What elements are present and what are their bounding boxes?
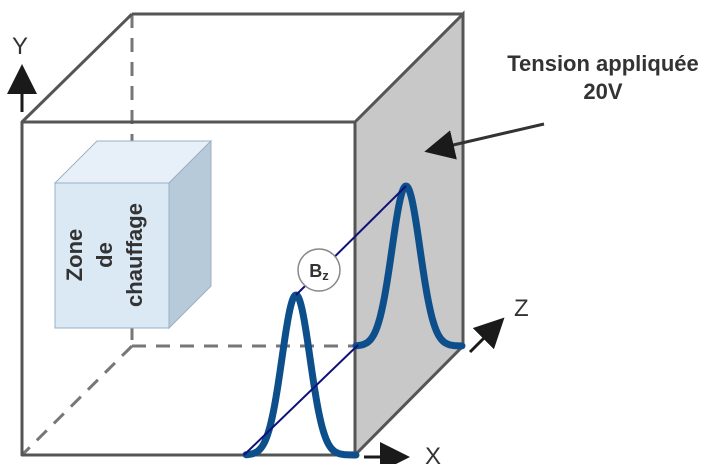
heating-zone-label-line1: Zone: [62, 229, 87, 282]
heating-zone-block: Zone de chauffage: [53, 139, 213, 330]
annotation-pointer-arrow: [424, 122, 545, 160]
z-axis-arrow: [468, 317, 505, 354]
annotation-line2: 20V: [583, 79, 622, 104]
bz-label: Bz: [297, 248, 341, 292]
applied-voltage-face: [353, 10, 465, 459]
annotation-line1: Tension appliquée: [507, 51, 699, 76]
bz-text: Bz: [309, 261, 329, 283]
field-line-base: [243, 344, 359, 456]
heating-zone-label-line3: chauffage: [122, 203, 147, 307]
heater-front-face: [54, 182, 170, 329]
back-gaussian-curve: [352, 182, 466, 350]
hidden-depth-edge: [20, 344, 134, 457]
front-face: [20, 120, 357, 457]
heating-zone-label-line2: de: [92, 242, 117, 268]
bz-circle: [297, 248, 341, 292]
x-axis-label: X: [425, 443, 441, 464]
front-gaussian-curve: [242, 291, 360, 459]
box-frame: [20, 12, 463, 457]
field-profiles: [242, 182, 466, 459]
top-left-edge: [20, 12, 134, 124]
axes: [6, 64, 505, 469]
z-axis-label: Z: [514, 295, 529, 322]
y-axis-label: Y: [12, 33, 28, 60]
